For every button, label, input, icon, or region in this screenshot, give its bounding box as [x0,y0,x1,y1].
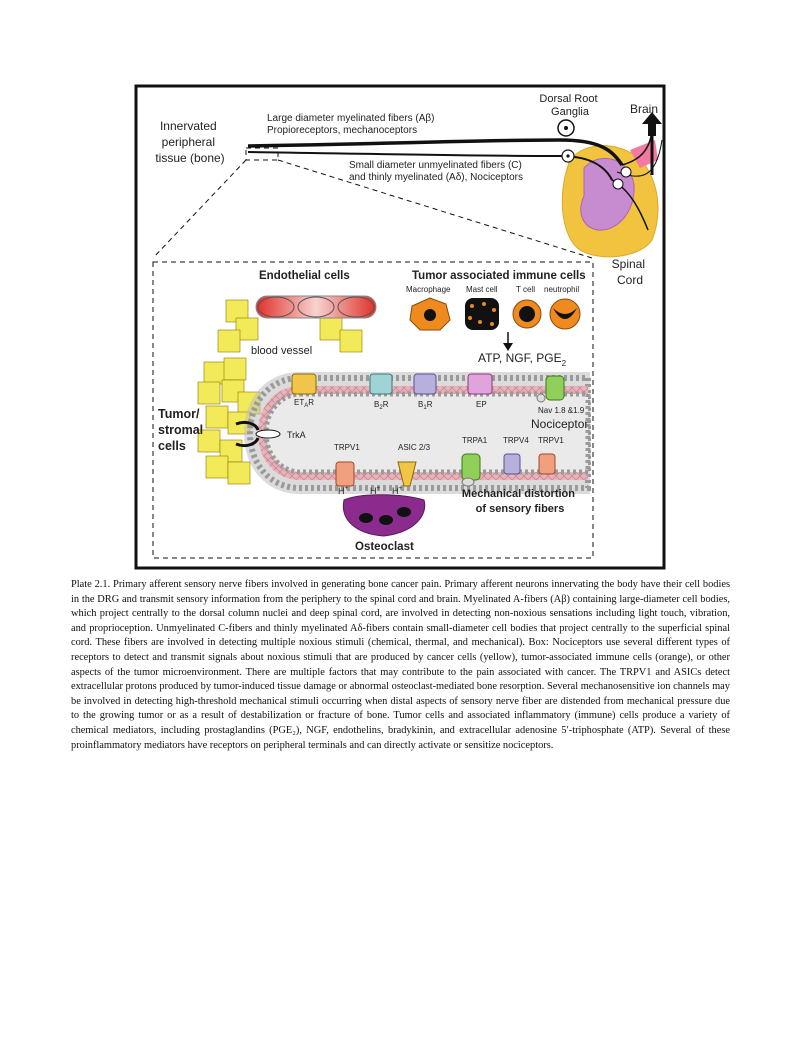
proton-2: H+ [370,486,381,496]
mediator-arrow [503,332,513,351]
channel-asic-label: ASIC 2/3 [398,443,431,452]
receptor-b1-label: B1R [418,400,433,411]
channel-asic [397,461,417,487]
trka-receptor [235,420,281,448]
blood-vessel [255,295,377,319]
proton-3: H+ [392,486,403,496]
osteoclast-cell [342,494,426,537]
immune-title: Tumor associated immune cells [412,270,586,282]
trka-label: TrkA [287,430,306,440]
channel-trpv1-right [538,453,556,475]
brain-arrow-icon [642,112,662,175]
endothelial-label: Endothelial cells [259,270,350,282]
figure-caption: Plate 2.1. Primary afferent sensory nerv… [71,579,730,751]
t-cell [512,299,542,329]
osteoclast-label: Osteoclast [355,541,414,553]
spinal-cord-label: Spinal Cord [612,257,649,287]
drg-label: Dorsal Root Ganglia [539,93,600,118]
mediators-label: ATP, NGF, PGE2 [478,351,567,368]
nav-label: Nav 1.8 &1.9 [538,406,585,415]
mechanical-label: Mechanical distortion of sensory fibers [462,488,578,515]
immune-neutrophil-label: neutrophil [544,285,579,294]
drg-ganglia-icon [557,119,575,163]
receptor-eta [291,373,317,395]
receptor-eta-label: ETAR [294,398,314,409]
tumor-label: Tumor/ stromal cells [158,407,207,453]
nav-channel [536,375,565,403]
mast-cell [465,298,499,330]
neutrophil-cell [549,298,581,330]
channel-trpv1-left [335,461,355,487]
immune-macrophage-label: Macrophage [406,285,451,294]
channel-trpv4-label: TRPV4 [503,436,529,445]
zoom-indicator [152,147,594,559]
channel-trpv1-left-label: TRPV1 [334,443,360,452]
receptor-ep [467,373,493,395]
macrophage-cell [409,297,451,331]
receptor-ep-label: EP [476,400,487,409]
channel-trpa1-label: TRPA1 [462,436,488,445]
channel-trpv4 [503,453,521,475]
tissue-label: Innervated peripheral tissue (bone) [155,119,224,165]
channel-trpv1-right-label: TRPV1 [538,436,564,445]
receptor-b2 [369,373,393,395]
receptor-b2-label: B2R [374,400,389,411]
brain-label: Brain [630,102,658,116]
immune-mast-label: Mast cell [466,285,498,294]
small-fibers-label: Small diameter unmyelinated fibers (C) a… [349,160,525,183]
blood-vessel-label: blood vessel [251,345,312,357]
receptor-b1 [413,373,437,395]
proton-1: H+ [338,486,349,496]
immune-tcell-label: T cell [516,285,535,294]
channel-trpa1 [461,453,481,487]
large-fibers-label: Large diameter myelinated fibers (Aβ) Pr… [267,113,437,136]
nociceptor-label: Nociceptor [531,417,588,431]
